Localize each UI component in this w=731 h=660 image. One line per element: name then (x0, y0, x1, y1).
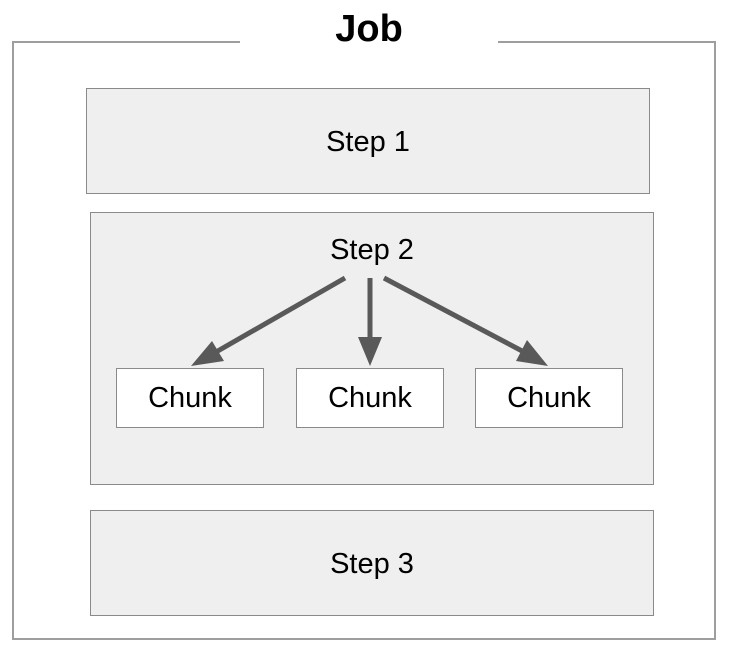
job-frame-top-left (12, 41, 240, 43)
step-3-label: Step 3 (330, 548, 414, 580)
job-frame-right (714, 41, 716, 639)
step-3-box: Step 3 (90, 510, 654, 616)
chunk-box-1: Chunk (116, 368, 264, 428)
job-frame-bottom (12, 638, 716, 640)
step-2-box: Step 2 (90, 212, 654, 485)
job-frame-left (12, 41, 14, 639)
chunk-box-3: Chunk (475, 368, 623, 428)
job-frame-top-right (498, 41, 716, 43)
chunk-box-2: Chunk (296, 368, 444, 428)
step-2-label: Step 2 (330, 234, 414, 266)
job-title: Job (240, 6, 498, 52)
step-1-label: Step 1 (326, 126, 410, 158)
step-1-box: Step 1 (86, 88, 650, 194)
